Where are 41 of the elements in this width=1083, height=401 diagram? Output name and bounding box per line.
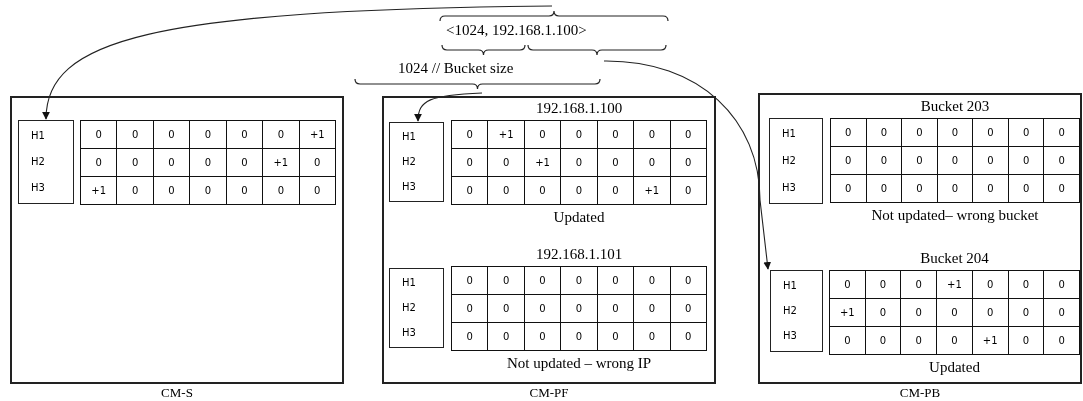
panel-label: CM-PF [528,385,570,401]
counter-table: 0 0 0 0 0 0 0 0 0 0 0 0 0 0 0 0 0 0 0 0 0 [451,266,707,351]
panel-label: CM-PB [898,385,942,401]
table-heading: Bucket 204 [919,250,990,267]
hash-label: H2 [783,305,797,316]
table-caption: Not updated– wrong bucket [870,207,1040,224]
hash-label: H1 [782,128,796,140]
table-caption: Updated [552,209,606,226]
note-text: 1024 // Bucket size [398,60,514,77]
hash-box [18,120,74,204]
hash-label: H2 [402,156,416,167]
hash-label: H3 [402,180,416,192]
hash-box [389,268,444,348]
table-heading: Bucket 203 [919,98,991,115]
counter-table: 0 +1 0 0 0 0 0 0 0 +1 0 0 0 0 0 0 0 0 0 +1 0 [451,120,707,205]
hash-label: H1 [402,277,416,289]
hash-label: H3 [782,181,796,193]
hash-label: H1 [783,279,797,291]
table-heading: 192.168.1.101 [534,246,624,263]
table-heading: 192.168.1.100 [534,100,624,117]
hash-label: H2 [31,156,45,167]
arrow [603,60,772,270]
hash-label: H2 [402,302,416,313]
arrow [414,92,483,122]
counter-table: 0 0 0 0 0 0 0 0 0 0 0 0 0 0 0 0 0 0 0 0 0 [830,118,1080,203]
hash-box [770,270,823,352]
hash-label: H1 [31,130,45,141]
panel-label: CM-S [160,385,194,401]
table-caption: Updated [928,359,981,376]
hash-box [389,122,444,202]
arrow [43,5,553,120]
hash-label: H1 [402,131,416,143]
hash-label: H2 [782,155,796,166]
counter-table: 0 0 0 0 0 0 +1 0 0 0 0 0 +1 0 +1 0 0 0 0 0 0 [80,120,336,205]
hash-label: H3 [402,326,416,338]
tuple-text: <1024, 192.168.1.100> [446,22,587,39]
counter-table: 0 0 0 +1 0 0 0 +1 0 0 0 0 0 0 0 0 0 0 +1 0 0 [829,270,1080,355]
hash-box [769,118,823,204]
hash-label: H3 [31,182,45,193]
hash-label: H3 [783,330,797,342]
table-caption: Not updated – wrong IP [505,355,653,372]
